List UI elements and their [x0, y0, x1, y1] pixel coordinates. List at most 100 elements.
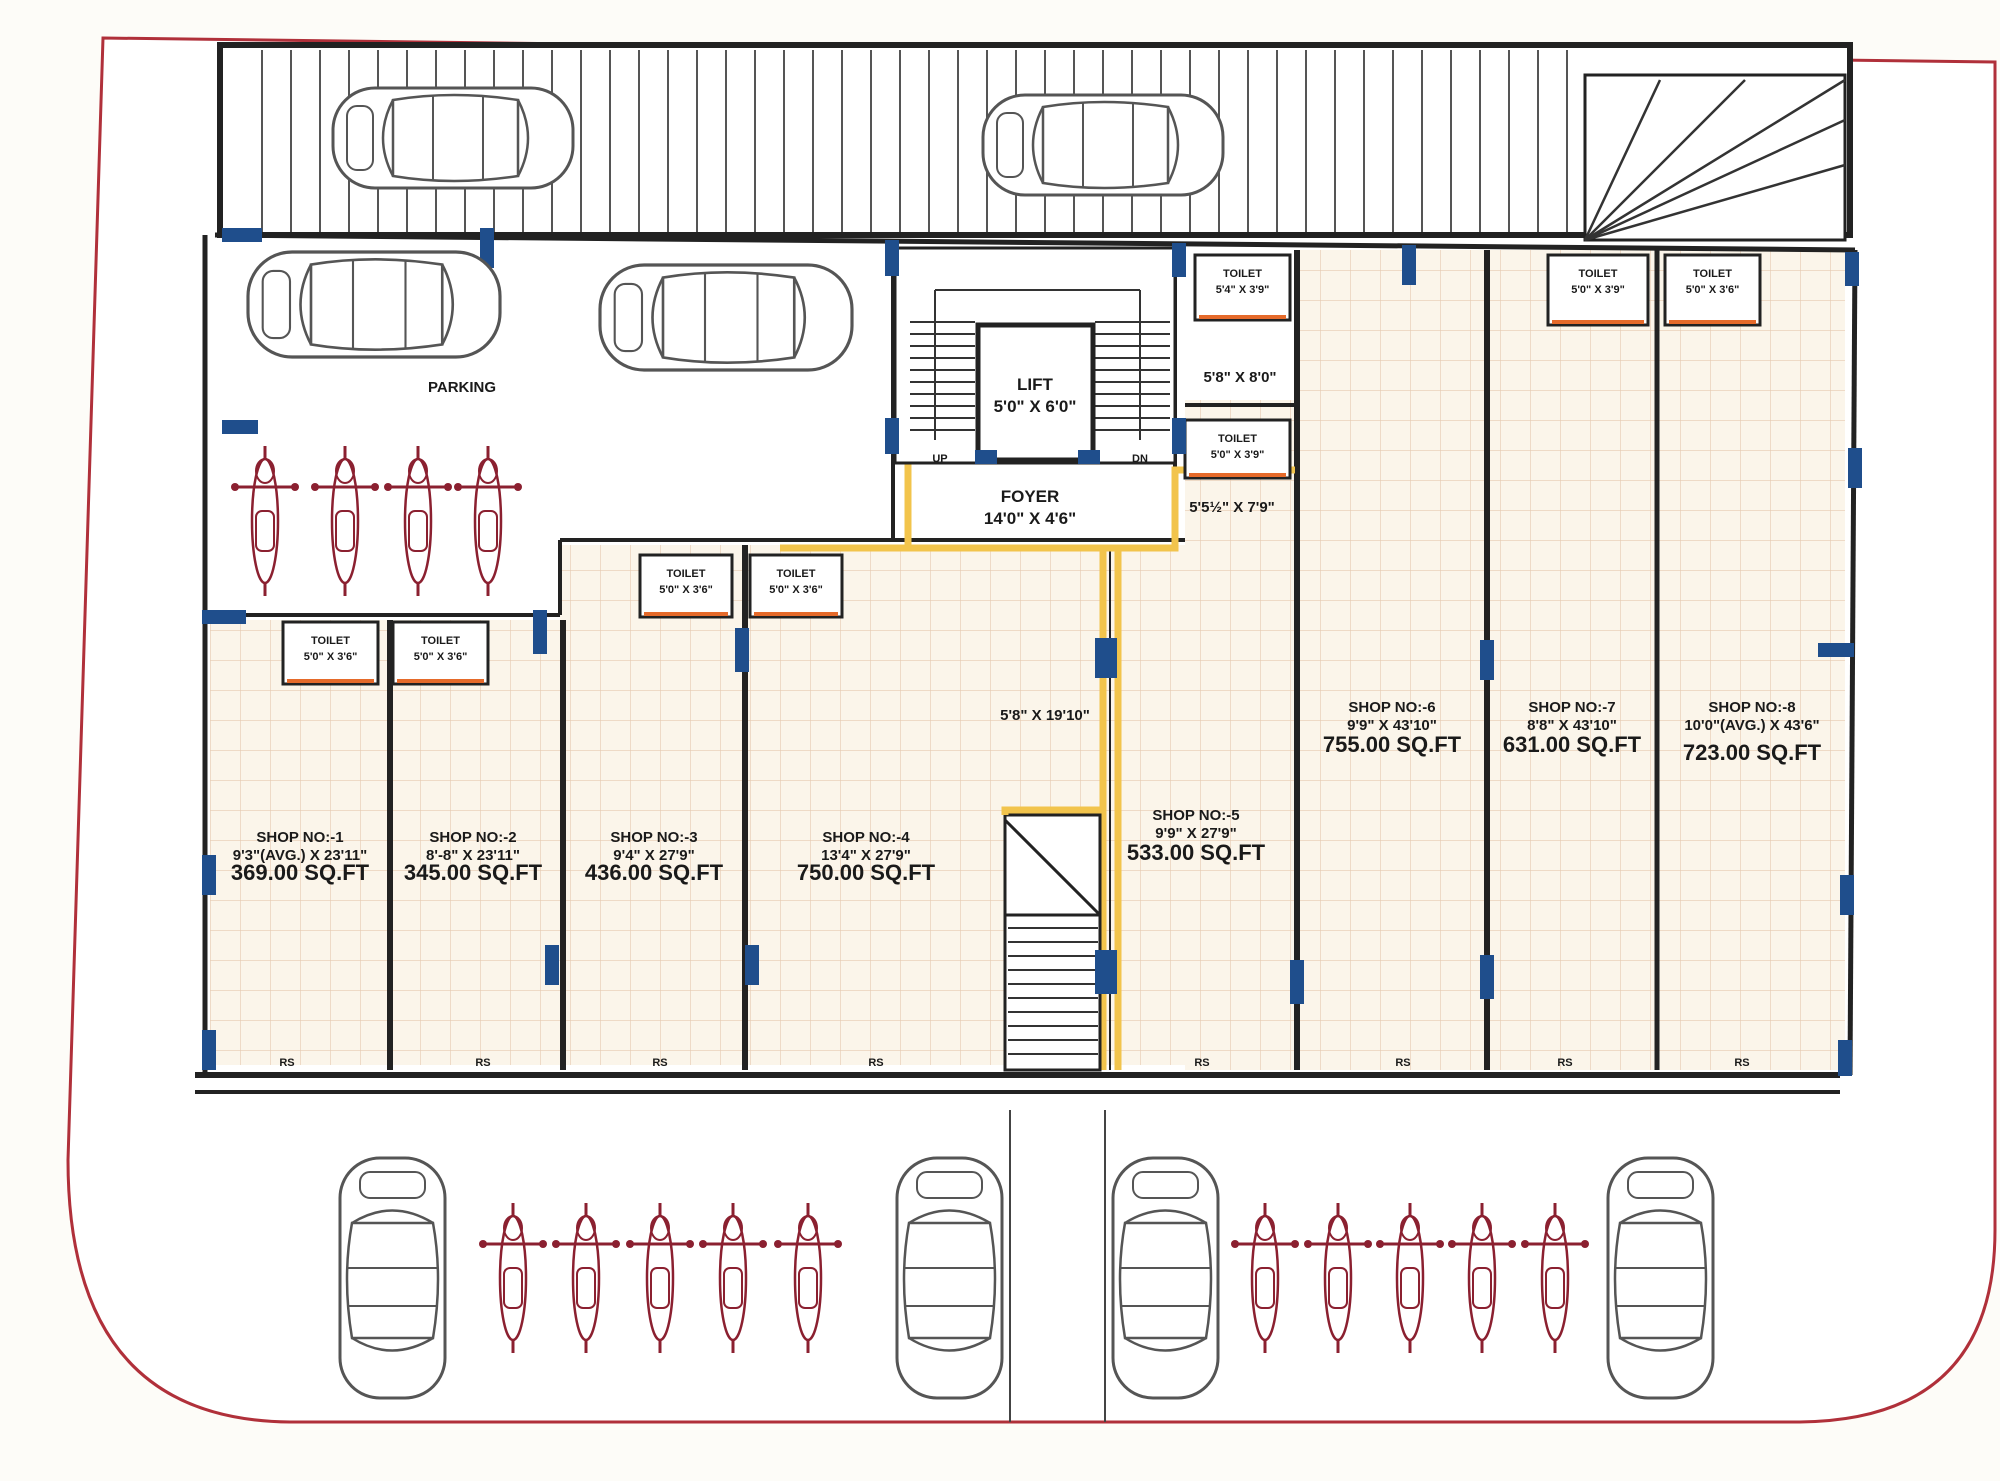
column-24 — [1848, 448, 1862, 488]
column-7 — [222, 420, 258, 434]
shop-area: 533.00 SQ.FT — [1127, 840, 1266, 865]
shop-dimensions: 9'4" X 27'9" — [613, 847, 694, 864]
shop-number: SHOP NO:-8 — [1708, 699, 1795, 716]
column-12 — [202, 610, 246, 624]
toilet-label: TOILET — [311, 635, 350, 647]
rolling-shutter-label: RS — [475, 1057, 490, 1069]
toilet-size: 5'0" X 3'6" — [414, 651, 468, 663]
shop-5: SHOP NO:-59'9" X 27'9"533.00 SQ.FT — [1127, 807, 1266, 865]
shop-number: SHOP NO:-1 — [256, 829, 343, 846]
column-22 — [1480, 955, 1494, 999]
staircase-secondary — [1001, 806, 1103, 1072]
lift-size: 5'0" X 6'0" — [994, 397, 1077, 416]
toilet-4: TOILET 5'0" X 3'6" — [748, 553, 844, 619]
shop-dimensions: 10'0"(AVG.) X 43'6" — [1684, 717, 1819, 734]
shop-dimensions: 9'9" X 27'9" — [1155, 825, 1236, 842]
column-17 — [545, 945, 559, 985]
lift-label: LIFT — [1017, 375, 1053, 394]
column-16 — [202, 855, 216, 895]
column-3 — [885, 240, 899, 276]
toilet-label: TOILET — [1693, 268, 1732, 280]
staircase-main: LIFT 5'0" X 6'0" UP DN FOYER 14'0" X 4'6… — [893, 246, 1177, 528]
columns — [202, 228, 1862, 1076]
foyer-label: FOYER — [1001, 487, 1060, 506]
toilet-label: TOILET — [1223, 268, 1262, 280]
column-25 — [1818, 643, 1854, 657]
toilet-label: TOILET — [1579, 268, 1618, 280]
shop-number: SHOP NO:-4 — [822, 829, 910, 846]
shop-number: SHOP NO:-7 — [1528, 699, 1615, 716]
parking-label: PARKING — [428, 379, 496, 396]
rolling-shutter-label: RS — [1395, 1057, 1410, 1069]
shop-number: SHOP NO:-6 — [1348, 699, 1435, 716]
column-21 — [1480, 640, 1494, 680]
rolling-shutter-label: RS — [868, 1057, 883, 1069]
toilet-size: 5'4" X 3'9" — [1216, 284, 1270, 296]
shop-area: 369.00 SQ.FT — [231, 860, 370, 885]
toilet-size: 5'0" X 3'6" — [1686, 284, 1740, 296]
toilet-2: TOILET 5'0" X 3'6" — [1663, 253, 1762, 327]
toilet-size: 5'0" X 3'9" — [1211, 449, 1265, 461]
column-6 — [1845, 252, 1859, 286]
foyer-size: 14'0" X 4'6" — [984, 509, 1076, 528]
toilet-size: 5'0" X 3'6" — [304, 651, 358, 663]
car-icon — [1111, 1156, 1220, 1400]
column-15 — [1095, 638, 1117, 678]
column-9 — [1172, 418, 1186, 454]
shop-number: SHOP NO:-2 — [429, 829, 516, 846]
passage-size: 5'8" X 19'10" — [1000, 707, 1090, 724]
column-8 — [885, 418, 899, 454]
car-icon — [331, 86, 575, 190]
rolling-shutter-label: RS — [279, 1057, 294, 1069]
car-icon — [981, 93, 1225, 197]
shop-dimensions: 9'3"(AVG.) X 23'11" — [233, 847, 367, 864]
shop-number: SHOP NO:-5 — [1152, 807, 1239, 824]
rolling-shutter-label: RS — [1734, 1057, 1749, 1069]
shop-2: SHOP NO:-28'-8" X 23'11"345.00 SQ.FT — [404, 829, 543, 885]
rolling-shutter-label: RS — [652, 1057, 667, 1069]
column-20 — [1290, 960, 1304, 1004]
column-4 — [1172, 243, 1186, 277]
toilet-8: TOILET 5'0" X 3'9" — [1183, 418, 1292, 480]
column-1 — [222, 228, 262, 242]
toilet-size: 5'0" X 3'6" — [659, 584, 713, 596]
car-icon — [1606, 1156, 1715, 1400]
road-dividers — [1009, 1110, 1106, 1422]
shop-area: 436.00 SQ.FT — [585, 860, 724, 885]
column-5 — [1402, 245, 1416, 285]
column-26 — [202, 1030, 216, 1070]
shop-3: SHOP NO:-39'4" X 27'9"436.00 SQ.FT — [585, 829, 724, 885]
toilet-size: 5'0" X 3'6" — [769, 584, 823, 596]
toilet-label: TOILET — [777, 568, 816, 580]
shop-area: 723.00 SQ.FT — [1683, 740, 1822, 765]
car-icon — [246, 250, 502, 359]
stair-down-label: DN — [1132, 453, 1148, 465]
column-23 — [1840, 875, 1854, 915]
column-2 — [480, 228, 494, 268]
column-19 — [1095, 950, 1117, 994]
rolling-shutter-label: RS — [1557, 1057, 1572, 1069]
stair-up-label: UP — [932, 453, 947, 465]
lobby-size-1: 5'8" X 8'0" — [1203, 369, 1276, 386]
car-icon — [598, 263, 854, 372]
shop-dimensions: 8'-8" X 23'11" — [426, 847, 520, 864]
toilet-1: TOILET 5'4" X 3'9" — [1193, 253, 1292, 322]
toilet-label: TOILET — [1218, 433, 1257, 445]
toilet-5: TOILET 5'0" X 3'6" — [281, 620, 380, 686]
shop-8: SHOP NO:-810'0"(AVG.) X 43'6" 723.00 SQ.F… — [1683, 699, 1822, 765]
shop-6: SHOP NO:-69'9" X 43'10"755.00 SQ.FT — [1323, 699, 1462, 757]
shops: SHOP NO:-19'3"(AVG.) X 23'11"369.00 SQ.F… — [231, 699, 1822, 885]
toilet-label: TOILET — [667, 568, 706, 580]
lobby-size-2: 5'5½" X 7'9" — [1189, 499, 1275, 516]
column-11 — [1078, 450, 1100, 464]
shop-4: SHOP NO:-413'4" X 27'9"750.00 SQ.FT — [797, 829, 936, 885]
shop-dimensions: 13'4" X 27'9" — [821, 847, 911, 864]
shop-area: 631.00 SQ.FT — [1503, 732, 1642, 757]
shop-area: 345.00 SQ.FT — [404, 860, 543, 885]
column-13 — [533, 610, 547, 654]
shop-dimensions: 8'8" X 43'10" — [1527, 717, 1617, 734]
